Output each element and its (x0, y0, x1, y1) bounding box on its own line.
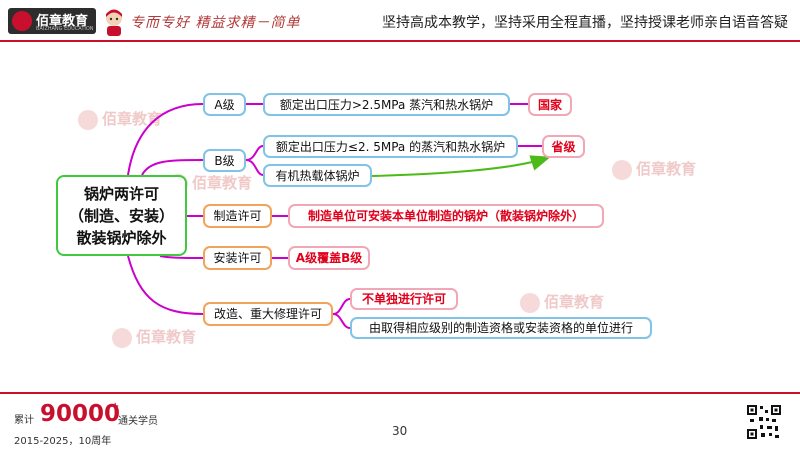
watermark-icon (612, 159, 632, 180)
connector-root-renovate (127, 255, 204, 315)
connector-b-details (245, 145, 264, 176)
footer-suffix: 通关学员 (118, 416, 158, 427)
watermark: 佰章教育 (520, 291, 604, 313)
slogan-script: 专而专好 精益求精－简单 (130, 15, 301, 31)
root-title-line: 散装锅炉除外 (76, 228, 167, 247)
manufacture-permit-detail: 制造单位可安装本单位制造的锅炉（散装锅炉除外） (288, 204, 604, 228)
level-a-node: A级 (203, 93, 246, 116)
root-node-boiler-permits: 锅炉两许可 （制造、安装） 散装锅炉除外 (56, 175, 187, 256)
footer-prefix: 累计 (14, 415, 34, 426)
footer-student-count: 90000 (40, 401, 121, 427)
level-a-condition: 额定出口压力>2.5MPa 蒸汽和热水锅炉 (263, 93, 510, 116)
manufacture-permit-node: 制造许可 (203, 204, 272, 228)
watermark: 佰章教育 (112, 326, 196, 348)
header-divider (0, 40, 800, 42)
footer-plus: + (111, 401, 120, 412)
install-permit-node: 安装许可 (203, 246, 272, 270)
connector-renovate-details (332, 298, 351, 329)
level-b-condition: 额定出口压力≤2. 5MPa 的蒸汽和热水锅炉 (263, 135, 518, 158)
renovation-permit-node: 改造、重大修理许可 (203, 302, 333, 326)
level-a-authority: 国家 (528, 93, 572, 116)
watermark-icon (78, 109, 98, 130)
logo-emblem-icon (12, 11, 32, 31)
watermark: 佰章教育 (78, 108, 162, 130)
level-b-authority: 省级 (542, 135, 585, 158)
install-permit-detail: A级覆盖B级 (288, 246, 370, 270)
level-b-thermal-oil-boiler: 有机热载体锅炉 (263, 164, 372, 187)
footer-years: 2015-2025，10周年 (14, 436, 112, 447)
connector-root-a (127, 103, 204, 176)
watermark: 佰章教育 (612, 158, 696, 180)
renovation-permit-detail: 由取得相应级别的制造资格或安装资格的单位进行 (350, 317, 652, 339)
logo-text: 佰章教育 (36, 14, 89, 29)
root-title-line: （制造、安装） (68, 206, 174, 225)
header-tagline: 坚持高成本教学，坚持采用全程直播，坚持授课老师亲自语音答疑 (382, 15, 788, 31)
watermark-icon (520, 292, 540, 313)
watermark-icon (112, 327, 132, 348)
logo-subtext: BAIZHANG EDUCATION (36, 26, 94, 32)
footer-divider (0, 392, 800, 394)
arrow-b2-to-provincial (371, 155, 551, 177)
connector-root-install (159, 255, 204, 259)
renovation-permit-note: 不单独进行许可 (350, 288, 458, 310)
level-b-node: B级 (203, 149, 246, 172)
header-bar: 佰章教育 BAIZHANG EDUCATION 专而专好 精益求精－简单 坚持高… (0, 0, 800, 40)
page-number: 30 (392, 424, 408, 438)
root-title-line: 锅炉两许可 (83, 184, 159, 203)
mascot-icon (106, 9, 122, 36)
qr-code-icon (746, 404, 782, 440)
connector-root-b (141, 159, 204, 176)
